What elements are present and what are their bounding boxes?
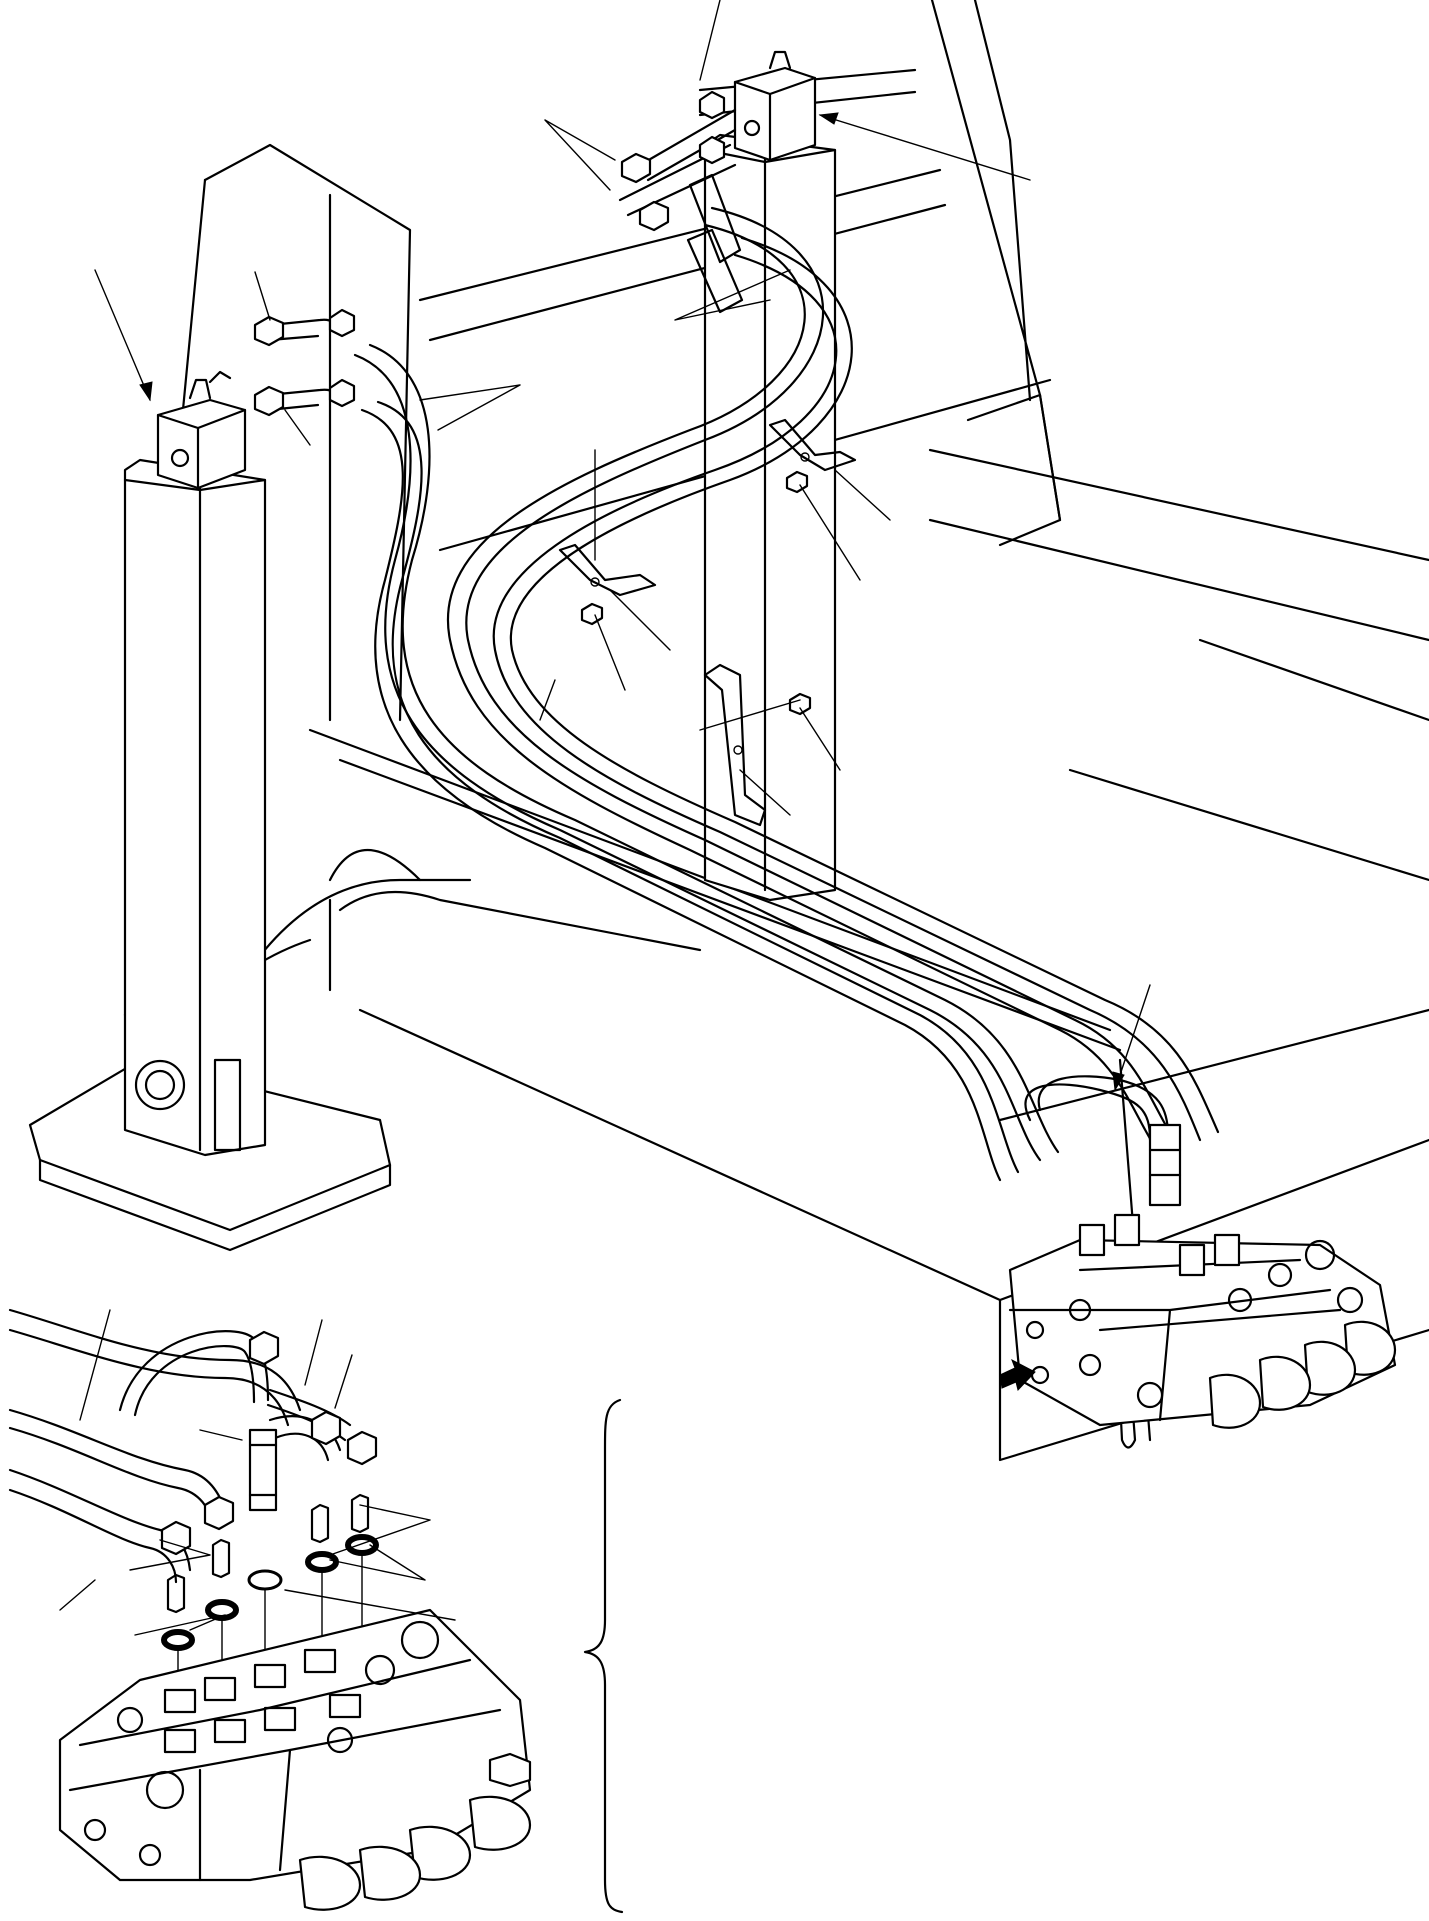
control-valve [1000,1125,1395,1428]
left-cylinder-fittings [255,310,354,415]
hose-bundle [355,208,1218,1180]
left-lift-cylinder [125,372,265,1155]
right-lift-cylinder [705,52,835,900]
leader-lines [60,0,1150,1635]
detail-brace [585,1400,622,1912]
valve-detail-view [10,1310,530,1910]
right-cylinder-fittings [620,92,742,312]
